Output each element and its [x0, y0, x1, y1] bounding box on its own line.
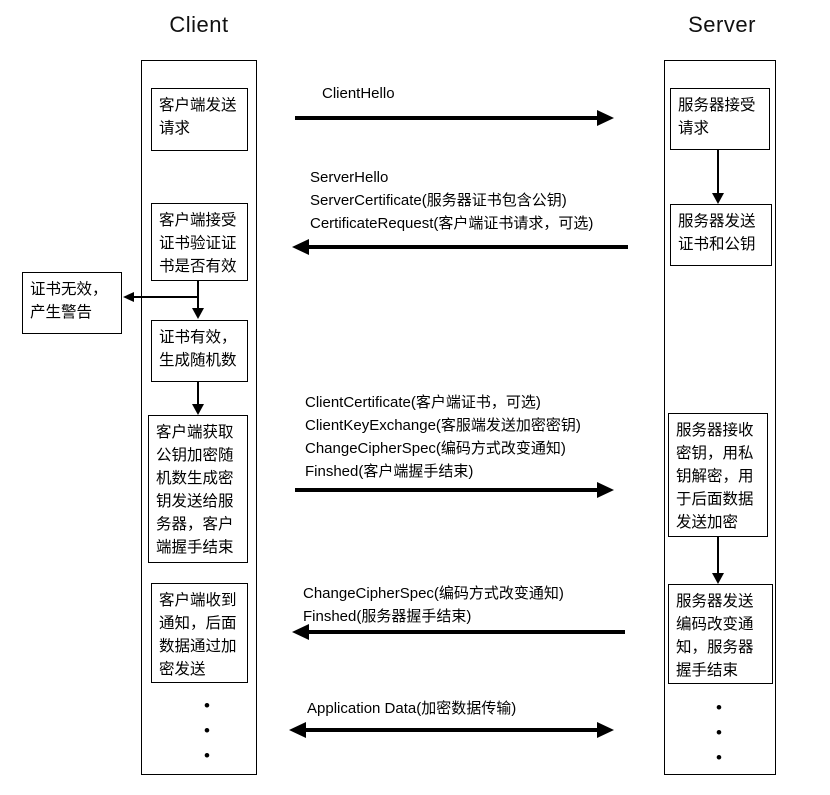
client-step-encrypt-key: 客户端获取公钥加密随机数生成密钥发送给服务器，客户端握手结束 — [148, 415, 248, 563]
arrow-down-icon — [712, 573, 724, 584]
arrow-right-icon — [597, 722, 614, 738]
server-flow-line-accept-to-send — [717, 150, 719, 194]
message-line: ServerHello — [310, 169, 389, 186]
client-title: Client — [169, 12, 229, 37]
server-continuation-dots: • • • — [708, 695, 730, 770]
client-continuation-dots: • • • — [196, 693, 218, 768]
arrow-right-icon — [597, 110, 614, 126]
server-step-receive-key: 服务器接收密钥，用私钥解密，用于后面数据发送加密 — [668, 413, 768, 537]
client-step-verify-cert: 客户端接受证书验证证书是否有效 — [151, 203, 248, 281]
client-flow-line-valid-to-key — [197, 382, 199, 408]
client-step-receive-notice: 客户端收到通知，后面数据通过加密发送 — [151, 583, 248, 683]
server-step-change-cipher: 服务器发送编码改变通知，服务器握手结束 — [668, 584, 773, 684]
message-label-application-data: Application Data(加密数据传输) — [307, 697, 516, 720]
message-line: CertificateRequest(客户端证书请求，可选) — [310, 215, 594, 232]
message-line: Application Data(加密数据传输) — [307, 700, 517, 717]
message-line: ServerCertificate(服务器证书包含公钥) — [310, 192, 567, 209]
arrow-left-icon — [292, 624, 309, 640]
server-title: Server — [688, 12, 756, 37]
dot: • — [204, 721, 210, 740]
arrow-clientcertificate-shaft — [295, 488, 599, 492]
server-step-accept-request: 服务器接受请求 — [670, 88, 770, 150]
message-label-clientcertificate: ClientCertificate(客户端证书，可选) ClientKeyExc… — [305, 391, 581, 483]
message-line: ClientKeyExchange(客服端发送加密密钥) — [305, 417, 581, 434]
message-line: ClientHello — [322, 85, 395, 102]
dot: • — [716, 698, 722, 717]
arrow-application-data-shaft — [303, 728, 599, 732]
arrow-changecipherspec-shaft — [306, 630, 625, 634]
dot: • — [204, 696, 210, 715]
dot: • — [716, 748, 722, 767]
arrow-clienthello-shaft — [295, 116, 599, 120]
client-step-cert-valid: 证书有效，生成随机数 — [151, 320, 248, 382]
message-label-changecipherspec: ChangeCipherSpec(编码方式改变通知) Finshed(服务器握手… — [303, 582, 564, 628]
arrow-down-icon — [712, 193, 724, 204]
message-line: Finshed(客户端握手结束) — [305, 463, 474, 480]
message-line: ChangeCipherSpec(编码方式改变通知) — [305, 440, 566, 457]
dot: • — [716, 723, 722, 742]
message-label-serverhello: ServerHello ServerCertificate(服务器证书包含公钥)… — [310, 166, 593, 235]
server-step-send-cert: 服务器发送证书和公钥 — [670, 204, 772, 266]
arrow-down-icon — [192, 404, 204, 415]
arrow-left-icon — [123, 292, 134, 302]
server-flow-line-key-to-change — [717, 536, 719, 574]
client-flow-line-to-warning — [126, 296, 198, 298]
message-line: Finshed(服务器握手结束) — [303, 608, 472, 625]
client-flow-line-verify-to-valid — [197, 280, 199, 312]
client-step-send-request: 客户端发送请求 — [151, 88, 248, 151]
message-line: ClientCertificate(客户端证书，可选) — [305, 394, 541, 411]
arrow-right-icon — [597, 482, 614, 498]
dot: • — [204, 746, 210, 765]
arrow-left-icon — [292, 239, 309, 255]
arrow-serverhello-shaft — [306, 245, 628, 249]
message-label-clienthello: ClientHello — [322, 82, 395, 105]
cert-invalid-warning-box: 证书无效，产生警告 — [22, 272, 122, 334]
arrow-left-icon — [289, 722, 306, 738]
arrow-down-icon — [192, 308, 204, 319]
message-line: ChangeCipherSpec(编码方式改变通知) — [303, 585, 564, 602]
